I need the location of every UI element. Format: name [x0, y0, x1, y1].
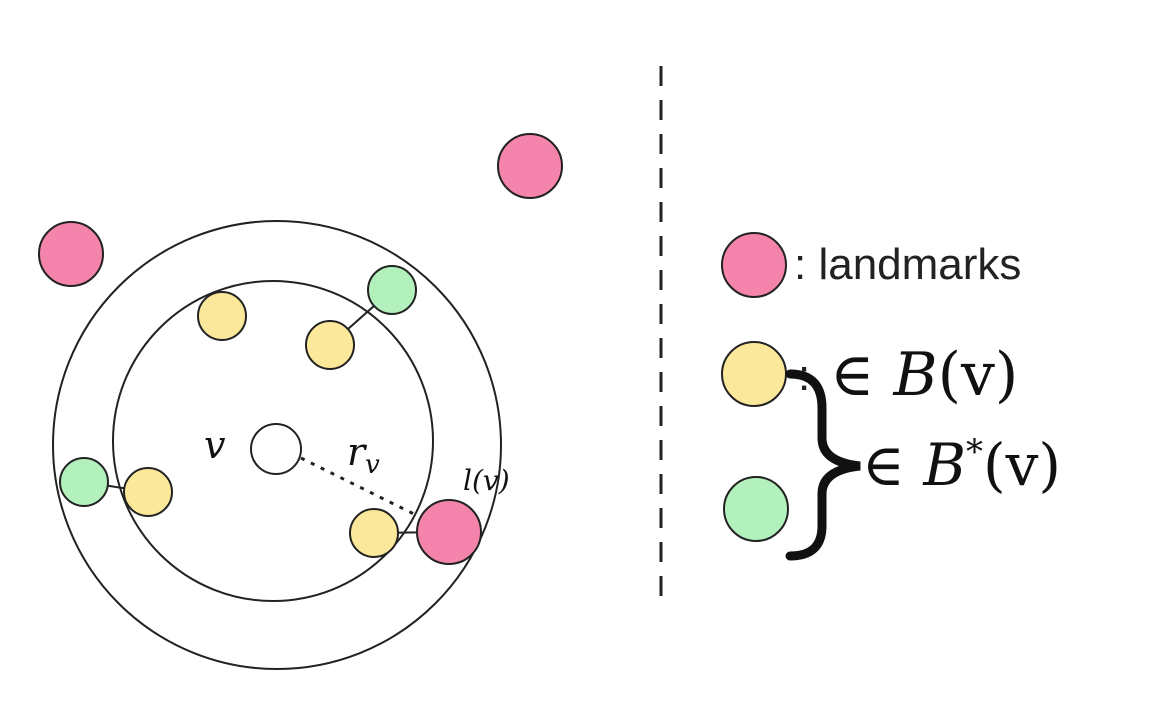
legend-bunch-star: * — [966, 432, 983, 472]
legend-brace — [785, 369, 861, 561]
legend-ball-arg: (v) — [938, 340, 1019, 410]
legend-bunch-elem: ∈ — [862, 431, 923, 499]
legend-bunch-label: ∈ B*(v) — [862, 431, 1061, 499]
landmark-node-nearest — [416, 499, 482, 565]
legend-landmarks-label: : landmarks — [794, 240, 1021, 289]
legend-ball-set: B — [893, 340, 938, 410]
ball-node — [305, 320, 355, 370]
inner-ring — [112, 280, 434, 602]
label-v: v — [204, 423, 226, 467]
bunch-node — [59, 457, 109, 507]
label-radius-main: r — [347, 430, 368, 474]
legend-bunch-set: B — [922, 431, 966, 499]
legend-landmark-swatch — [721, 232, 787, 298]
legend-ball-label: ∈ B(v) — [830, 340, 1018, 410]
landmark-node — [497, 133, 563, 199]
center-node-v — [250, 423, 302, 475]
ball-node — [123, 467, 173, 517]
label-nearest-landmark: l(v) — [463, 464, 510, 497]
legend-bunch-arg: (v) — [983, 431, 1061, 499]
outer-ring — [52, 220, 502, 670]
bunch-node — [367, 265, 417, 315]
label-radius: rv — [347, 430, 380, 480]
legend-bunch-swatch — [723, 476, 789, 542]
label-radius-sub: v — [365, 450, 380, 480]
legend-ball-elem: ∈ — [830, 340, 894, 410]
landmark-node — [38, 221, 104, 287]
legend-ball-swatch — [721, 341, 787, 407]
ball-node — [197, 291, 247, 341]
ball-node — [349, 508, 399, 558]
